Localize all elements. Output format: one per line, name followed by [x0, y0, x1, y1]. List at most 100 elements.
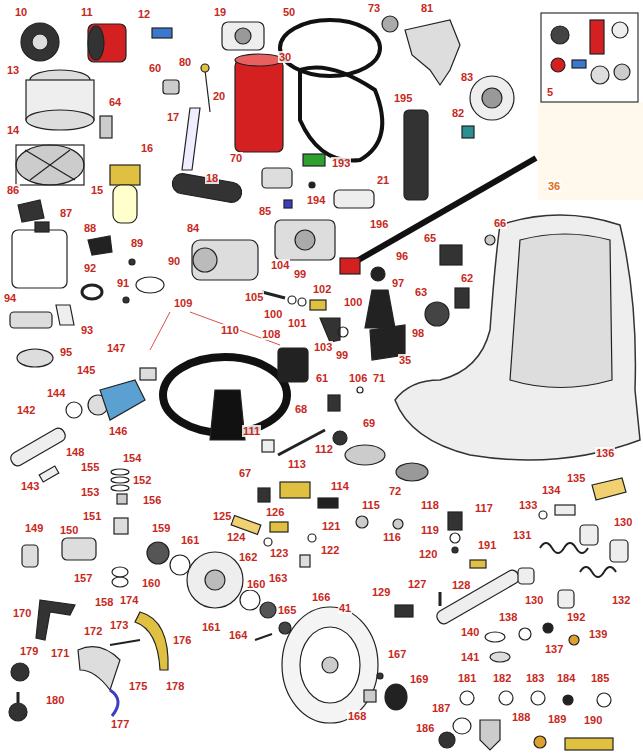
callout-number: 132: [611, 594, 631, 606]
callout-number: 138: [498, 611, 518, 623]
callout-number: 177: [110, 718, 130, 730]
callout-number: 134: [541, 484, 561, 496]
callout-number: 154: [122, 452, 142, 464]
callout-number: 99: [335, 349, 349, 361]
callout-number: 65: [423, 232, 437, 244]
callout-number: 69: [362, 417, 376, 429]
callout-number: 169: [409, 673, 429, 685]
callout-number: 108: [261, 328, 281, 340]
callout-number: 113: [287, 458, 307, 470]
callout-number: 96: [395, 250, 409, 262]
callout-number: 21: [376, 174, 390, 186]
callout-number: 151: [82, 510, 102, 522]
callout-number: 18: [205, 172, 219, 184]
callout-number: 97: [391, 277, 405, 289]
callout-number: 124: [226, 531, 246, 543]
callout-number: 142: [16, 404, 36, 416]
callout-number: 196: [369, 218, 389, 230]
callout-number: 13: [6, 64, 20, 76]
callout-number: 186: [415, 722, 435, 734]
callout-number: 112: [314, 443, 334, 455]
callout-number: 143: [20, 480, 40, 492]
callout-number: 157: [73, 572, 93, 584]
callout-number: 159: [151, 522, 171, 534]
callout-number: 81: [420, 2, 434, 14]
callout-number: 193: [331, 157, 351, 169]
callout-number: 131: [512, 529, 532, 541]
callout-number: 99: [293, 268, 307, 280]
callout-number: 194: [306, 194, 326, 206]
callout-number: 100: [263, 308, 283, 320]
callout-number: 176: [172, 634, 192, 646]
callout-number: 182: [492, 672, 512, 684]
callout-number: 5: [546, 86, 554, 98]
callout-number: 118: [420, 499, 440, 511]
callout-number: 101: [287, 317, 307, 329]
callout-number: 109: [173, 297, 193, 309]
callout-number: 98: [411, 327, 425, 339]
callout-number: 84: [186, 222, 200, 234]
callout-number: 136: [595, 447, 615, 459]
callout-number: 187: [431, 702, 451, 714]
callout-number: 127: [407, 578, 427, 590]
callout-number: 67: [238, 467, 252, 479]
callout-number: 183: [525, 672, 545, 684]
callout-number: 153: [80, 486, 100, 498]
callout-number: 85: [258, 205, 272, 217]
callout-number: 50: [282, 6, 296, 18]
callout-number: 102: [312, 283, 332, 295]
callout-number: 173: [109, 619, 129, 631]
callout-number: 71: [372, 372, 386, 384]
callout-number: 168: [347, 710, 367, 722]
callout-number: 172: [83, 625, 103, 637]
callout-number: 14: [6, 124, 20, 136]
callout-number: 111: [242, 425, 261, 437]
callout-number: 73: [367, 2, 381, 14]
callout-number: 70: [229, 152, 243, 164]
callout-number: 114: [330, 480, 350, 492]
callout-number: 162: [238, 551, 258, 563]
callout-number: 145: [76, 364, 96, 376]
callout-number: 178: [165, 680, 185, 692]
callout-number: 148: [65, 446, 85, 458]
callout-number: 63: [414, 286, 428, 298]
callout-number: 61: [315, 372, 329, 384]
callout-number: 129: [371, 586, 391, 598]
callout-number: 141: [460, 651, 480, 663]
callout-number: 86: [6, 184, 20, 196]
callout-number: 188: [511, 711, 531, 723]
callout-number: 152: [132, 474, 152, 486]
callout-number: 116: [382, 531, 402, 543]
callout-number: 19: [213, 6, 227, 18]
callout-number: 128: [451, 579, 471, 591]
callout-number: 160: [246, 578, 266, 590]
callout-number: 93: [80, 324, 94, 336]
callout-number: 15: [90, 184, 104, 196]
callout-number: 100: [343, 296, 363, 308]
callout-number: 190: [583, 714, 603, 726]
callout-number: 179: [19, 645, 39, 657]
callout-number: 105: [244, 291, 264, 303]
callout-number: 88: [83, 222, 97, 234]
callout-number: 171: [50, 647, 70, 659]
callout-number: 90: [167, 255, 181, 267]
callout-number: 95: [59, 346, 73, 358]
callout-number: 62: [460, 272, 474, 284]
callout-number: 189: [547, 713, 567, 725]
callout-number: 92: [83, 262, 97, 274]
callout-number: 87: [59, 207, 73, 219]
callout-number: 191: [477, 539, 497, 551]
callout-number: 104: [270, 259, 290, 271]
callout-number: 115: [361, 499, 381, 511]
callout-number: 144: [46, 387, 66, 399]
callout-number: 122: [320, 544, 340, 556]
callout-number: 66: [493, 217, 507, 229]
callout-number: 126: [265, 506, 285, 518]
callout-number: 36: [547, 180, 561, 192]
callout-number: 192: [566, 611, 586, 623]
callout-number: 139: [588, 628, 608, 640]
callout-number: 123: [269, 547, 289, 559]
callout-number: 106: [348, 372, 368, 384]
callout-number: 125: [212, 510, 232, 522]
callout-number: 165: [277, 604, 297, 616]
